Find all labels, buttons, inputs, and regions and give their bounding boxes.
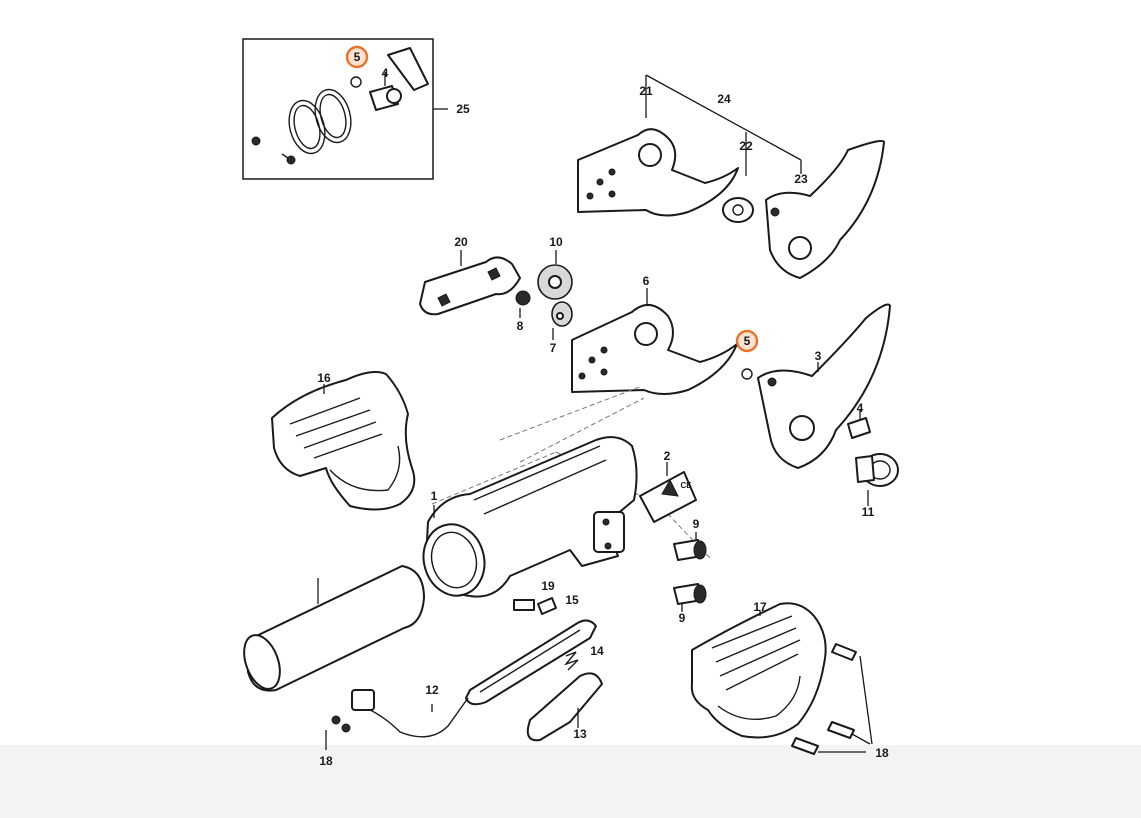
lever-13 [526, 672, 603, 742]
handle-tube [243, 565, 425, 692]
screws-9 [673, 532, 707, 612]
washer-22 [722, 197, 754, 223]
callout-12[interactable]: 12 [425, 683, 439, 697]
callout-11[interactable]: 11 [862, 505, 875, 519]
callouts: 5 4 25 21 24 22 23 20 10 6 8 7 5 3 4 11 … [317, 45, 889, 768]
guard-16-left [271, 371, 416, 511]
callout-17[interactable]: 18 [319, 754, 333, 768]
circlip-5-icon [741, 368, 753, 380]
pin-19 [513, 599, 535, 611]
callout-15[interactable]: 15 [565, 593, 579, 607]
callout-16-left[interactable]: 16 [317, 371, 331, 385]
callout-2[interactable]: 2 [664, 449, 671, 463]
callout-5-inset[interactable]: 5 [354, 50, 361, 64]
trigger-12 [465, 619, 597, 706]
callout-10[interactable]: 10 [549, 235, 563, 249]
callout-23[interactable]: 23 [794, 172, 808, 186]
callout-16-right[interactable]: 17 [753, 600, 767, 614]
highlight-ring-5-middle [735, 329, 759, 353]
callout-19[interactable]: 19 [541, 579, 555, 593]
callout-22[interactable]: 22 [739, 139, 753, 153]
drive-parts [419, 250, 573, 340]
callout-8[interactable]: 8 [517, 319, 524, 333]
callout-18[interactable]: 18 [875, 746, 889, 760]
callout-13[interactable]: 13 [573, 727, 587, 741]
callout-9-bottom[interactable]: 9 [679, 611, 686, 625]
blade-set-middle [571, 288, 899, 506]
callout-3[interactable]: 3 [815, 349, 822, 363]
guard-16-right [690, 602, 873, 755]
screw-icon [251, 136, 261, 146]
callout-5-middle[interactable]: 5 [744, 334, 751, 348]
footer-band [0, 745, 1141, 818]
callout-1[interactable]: 1 [431, 489, 438, 503]
spring-14 [563, 651, 579, 671]
trigger-assembly [325, 597, 603, 750]
callout-4[interactable]: 4 [857, 401, 864, 415]
callout-25[interactable]: 25 [456, 102, 470, 116]
callout-24[interactable]: 24 [717, 92, 731, 106]
callout-6[interactable]: 6 [643, 274, 650, 288]
pin-15 [537, 597, 557, 615]
callout-21[interactable]: 21 [639, 84, 653, 98]
callout-9-top[interactable]: 9 [693, 517, 700, 531]
blade-set-top [577, 74, 885, 279]
circlip-icon [350, 76, 362, 88]
blade-insert-icon [387, 47, 429, 91]
callout-14[interactable]: 14 [590, 644, 604, 658]
fixed-blade-21 [577, 128, 739, 217]
callout-20[interactable]: 20 [454, 235, 468, 249]
highlight-ring-5-inset [345, 45, 369, 69]
callout-4-inset[interactable]: 4 [382, 66, 389, 80]
screw-8 [515, 290, 531, 306]
ce-mark: CE [680, 481, 692, 490]
warning-label-2: CE [639, 462, 697, 523]
housing-1 [422, 385, 713, 598]
service-kit-inset [242, 38, 448, 180]
callout-7[interactable]: 7 [550, 341, 557, 355]
fixed-blade-6 [571, 304, 738, 395]
